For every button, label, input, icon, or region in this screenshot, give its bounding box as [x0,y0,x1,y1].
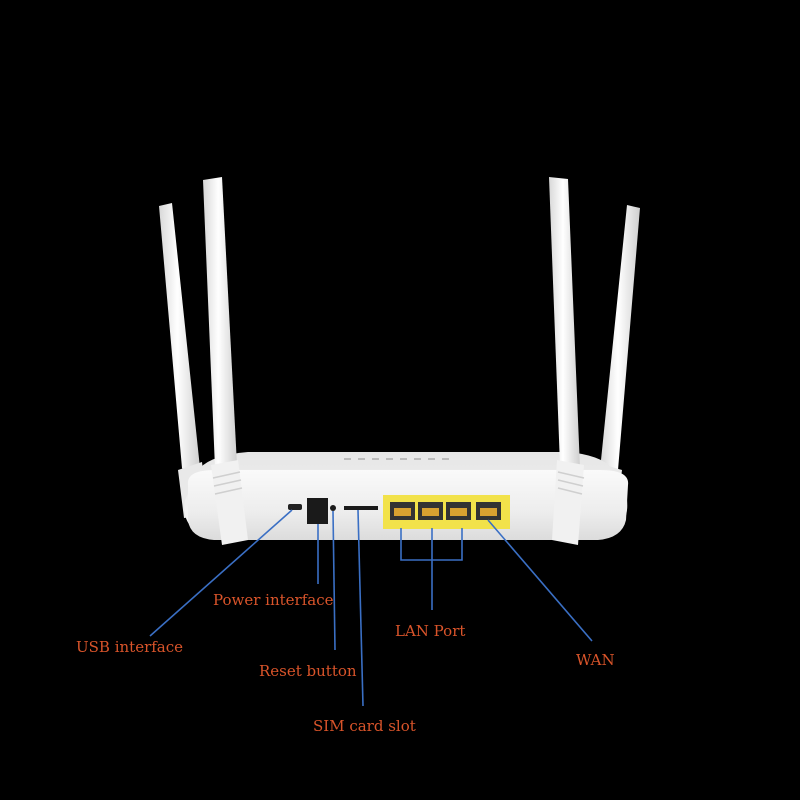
lan-port-3 [446,502,471,520]
usb-leader-line [149,509,293,637]
status-led-row [344,458,449,460]
usb-interface-label: USB interface [76,638,184,656]
antenna-front-left [203,177,248,545]
wan-leader-line [487,519,593,642]
usb-port [288,504,302,510]
sim-leader-line [357,509,364,707]
lan-port-2 [418,502,443,520]
wan-port [476,502,501,520]
power-interface-label: Power interface [213,591,334,609]
leader-lines [149,509,593,707]
antenna-front-right [549,177,585,545]
lan-port-label: LAN Port [395,622,466,640]
power-port [307,498,328,524]
ethernet-port-block [383,495,510,529]
reset-button [330,505,336,511]
reset-leader-line [332,510,336,651]
reset-button-label: Reset button [259,662,357,680]
sim-card-slot [344,506,378,510]
wan-label: WAN [576,651,615,669]
sim-card-slot-label: SIM card slot [313,717,416,735]
lan-port-1 [390,502,415,520]
